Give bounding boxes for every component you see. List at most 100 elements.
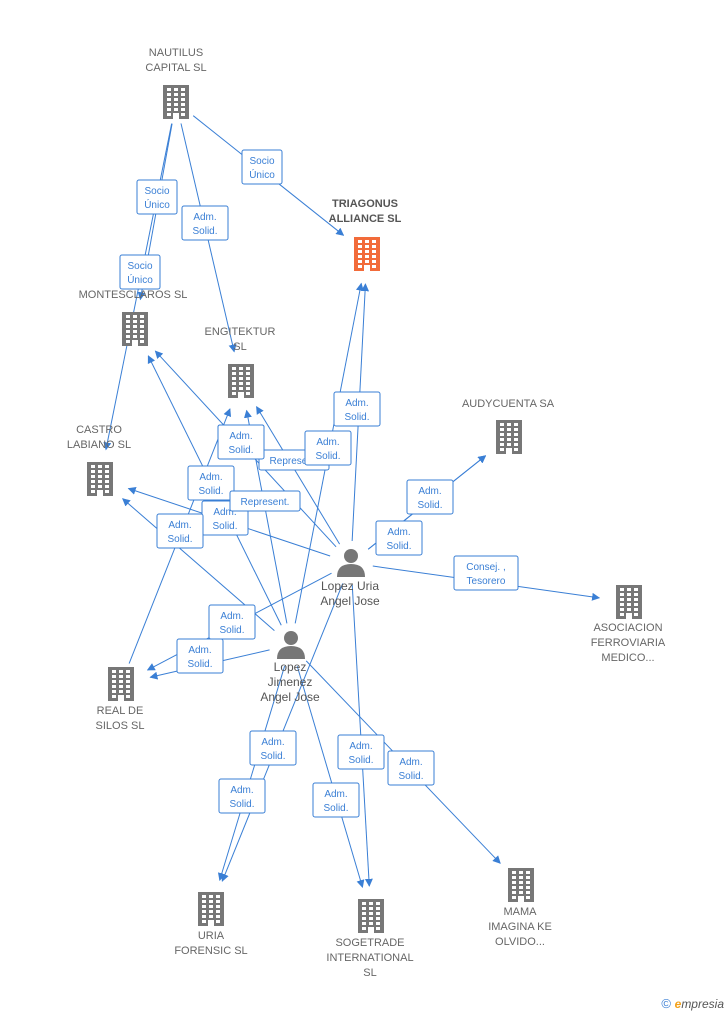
edge-label-text: Solid.	[187, 659, 212, 670]
edge-label-text: Adm.	[199, 472, 222, 483]
edge-label[interactable]: Adm.Solid.	[156, 513, 204, 549]
edge-label-text: Represent.	[270, 456, 319, 467]
node-label: Jimenez	[268, 675, 313, 689]
edges-layer	[103, 115, 601, 888]
edge-label-text: Adm.	[261, 737, 284, 748]
edge-label-box	[217, 424, 265, 460]
node-label: ASOCIACION	[593, 622, 662, 634]
edge-label-box	[387, 750, 435, 786]
edge-label[interactable]: Adm. Solid.	[333, 391, 381, 427]
node-asociacion[interactable]: ASOCIACIONFERROVIARIAMEDICO...	[591, 585, 666, 664]
edge-label-text: Adm.	[213, 507, 236, 518]
node-label: MONTESCLAROS SL	[79, 289, 188, 301]
edge-label[interactable]: Adm.Solid.	[304, 430, 352, 466]
edge-label-text: Único	[249, 168, 275, 181]
edge-label-box	[453, 555, 519, 591]
edge-label-text: Solid.	[192, 226, 217, 237]
edge-label[interactable]: Adm.Solid.	[312, 782, 360, 818]
node-triagonus[interactable]: TRIAGONUS ALLIANCE SL	[329, 198, 402, 271]
node-label: LABIANO SL	[67, 439, 131, 451]
node-label: FORENSIC SL	[174, 945, 247, 957]
edge-label-text: Solid.	[229, 799, 254, 810]
node-label: ENGITEKTUR	[205, 326, 276, 338]
edge-label-text: Solid.	[219, 625, 244, 636]
copyright-symbol: ©	[661, 996, 671, 1011]
edge-label-box	[337, 734, 385, 770]
node-label: IMAGINA KE	[488, 921, 552, 933]
building-icon	[616, 585, 642, 619]
node-label: TRIAGONUS	[332, 198, 398, 210]
edge-label[interactable]: Adm. Solid.	[218, 778, 266, 814]
node-label: CASTRO	[76, 424, 122, 436]
building-icon	[496, 420, 522, 454]
edge-label[interactable]: Adm.Solid.	[249, 730, 297, 766]
edge-label-text: Represent.	[241, 497, 290, 508]
node-montesclaros[interactable]: SMONTESCLAROS SL	[79, 274, 188, 346]
node-label: NAUTILUS	[149, 47, 203, 59]
edge-label-text: Tesorero	[467, 576, 506, 587]
edge-label-text: Solid.	[398, 771, 423, 782]
edge-label[interactable]: Represent.	[229, 490, 301, 512]
building-icon	[163, 85, 189, 119]
building-icon	[108, 667, 134, 701]
edge-label-box	[304, 430, 352, 466]
edge-label-text: Solid.	[212, 521, 237, 532]
edge-label-text: Solid.	[348, 755, 373, 766]
edge-label-text: Solid.	[198, 486, 223, 497]
node-label: Angel Jose	[260, 690, 320, 704]
edge-label[interactable]: Adm. Solid.	[176, 638, 224, 674]
edge-label-text: Solid.	[344, 412, 369, 423]
edge-label-text: Adm.	[399, 757, 422, 768]
edge-label[interactable]: Adm. Solid.	[187, 465, 235, 501]
edge-label-box	[241, 149, 283, 185]
edge-label-text: Único	[144, 198, 170, 211]
edge-label-text: Socio	[144, 186, 169, 197]
node-label: ALLIANCE SL	[329, 213, 402, 225]
edge-label-box	[181, 205, 229, 241]
edge-label[interactable]: Consej. ,Tesorero	[453, 555, 519, 591]
edge-label-text: Adm.	[345, 398, 368, 409]
node-label: SL	[363, 967, 376, 979]
edge-label-box	[187, 465, 235, 501]
edge-label[interactable]: Adm.Solid.	[375, 520, 423, 556]
edge-label-text: Adm.	[188, 645, 211, 656]
node-castro[interactable]: CASTRO LABIANO SL	[67, 424, 131, 496]
edge-label[interactable]: Adm.Solid.	[208, 604, 256, 640]
building-icon	[198, 892, 224, 926]
building-icon	[354, 237, 380, 271]
edge-label-text: Solid.	[323, 803, 348, 814]
edge-label[interactable]: Adm.Solid.	[181, 205, 229, 241]
person-icon	[277, 631, 305, 659]
edge-label-text: Adm.	[387, 527, 410, 538]
node-audycuenta[interactable]: AUDYCUENTA SA	[462, 398, 555, 454]
brand-initial: e	[674, 997, 682, 1011]
brand-logo[interactable]: empresia	[675, 997, 724, 1011]
edge-label[interactable]: Adm. Solid.	[387, 750, 435, 786]
edge-label-text: Solid.	[228, 445, 253, 456]
edge-label-text: Adm.	[229, 431, 252, 442]
edge-label[interactable]: Adm.Solid.	[337, 734, 385, 770]
node-label: REAL DE	[97, 705, 144, 717]
edge-label[interactable]: Adm. Solid.	[217, 424, 265, 460]
edge-label-text: Solid.	[315, 451, 340, 462]
edge-label-text: Adm.	[230, 785, 253, 796]
edge-label[interactable]: Adm.Solid.	[406, 479, 454, 515]
edge-label-text: Adm.	[168, 520, 191, 531]
edge-label-box	[156, 513, 204, 549]
person-icon	[337, 549, 365, 577]
edge-label-box	[119, 254, 161, 290]
edge-lopezuria-to-engitektur	[256, 405, 341, 545]
